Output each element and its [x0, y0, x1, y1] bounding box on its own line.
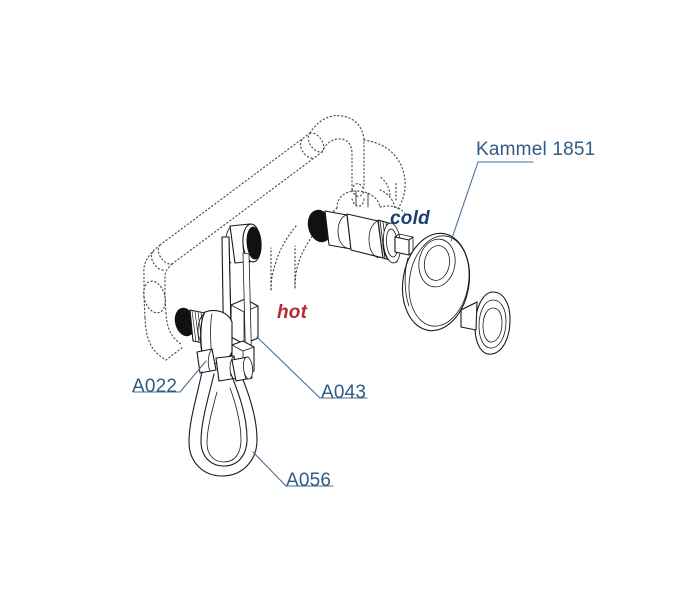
leader-lines	[132, 161, 534, 487]
flow-label-cold: cold	[390, 208, 430, 229]
supply-pipework-phantom	[143, 115, 407, 361]
bidet-spray-head	[224, 223, 262, 264]
valve-cartridge-body	[307, 190, 414, 264]
flow-label-hot: hot	[277, 302, 308, 323]
lever-handle	[460, 291, 511, 355]
flexible-hose-loop	[188, 348, 258, 477]
brand-label: Kammel 1851	[476, 139, 596, 160]
part-label-a043: A043	[321, 382, 367, 403]
oval-escutcheon-plate	[401, 232, 471, 332]
part-label-a022: A022	[132, 376, 178, 397]
part-label-a056: A056	[286, 470, 332, 491]
